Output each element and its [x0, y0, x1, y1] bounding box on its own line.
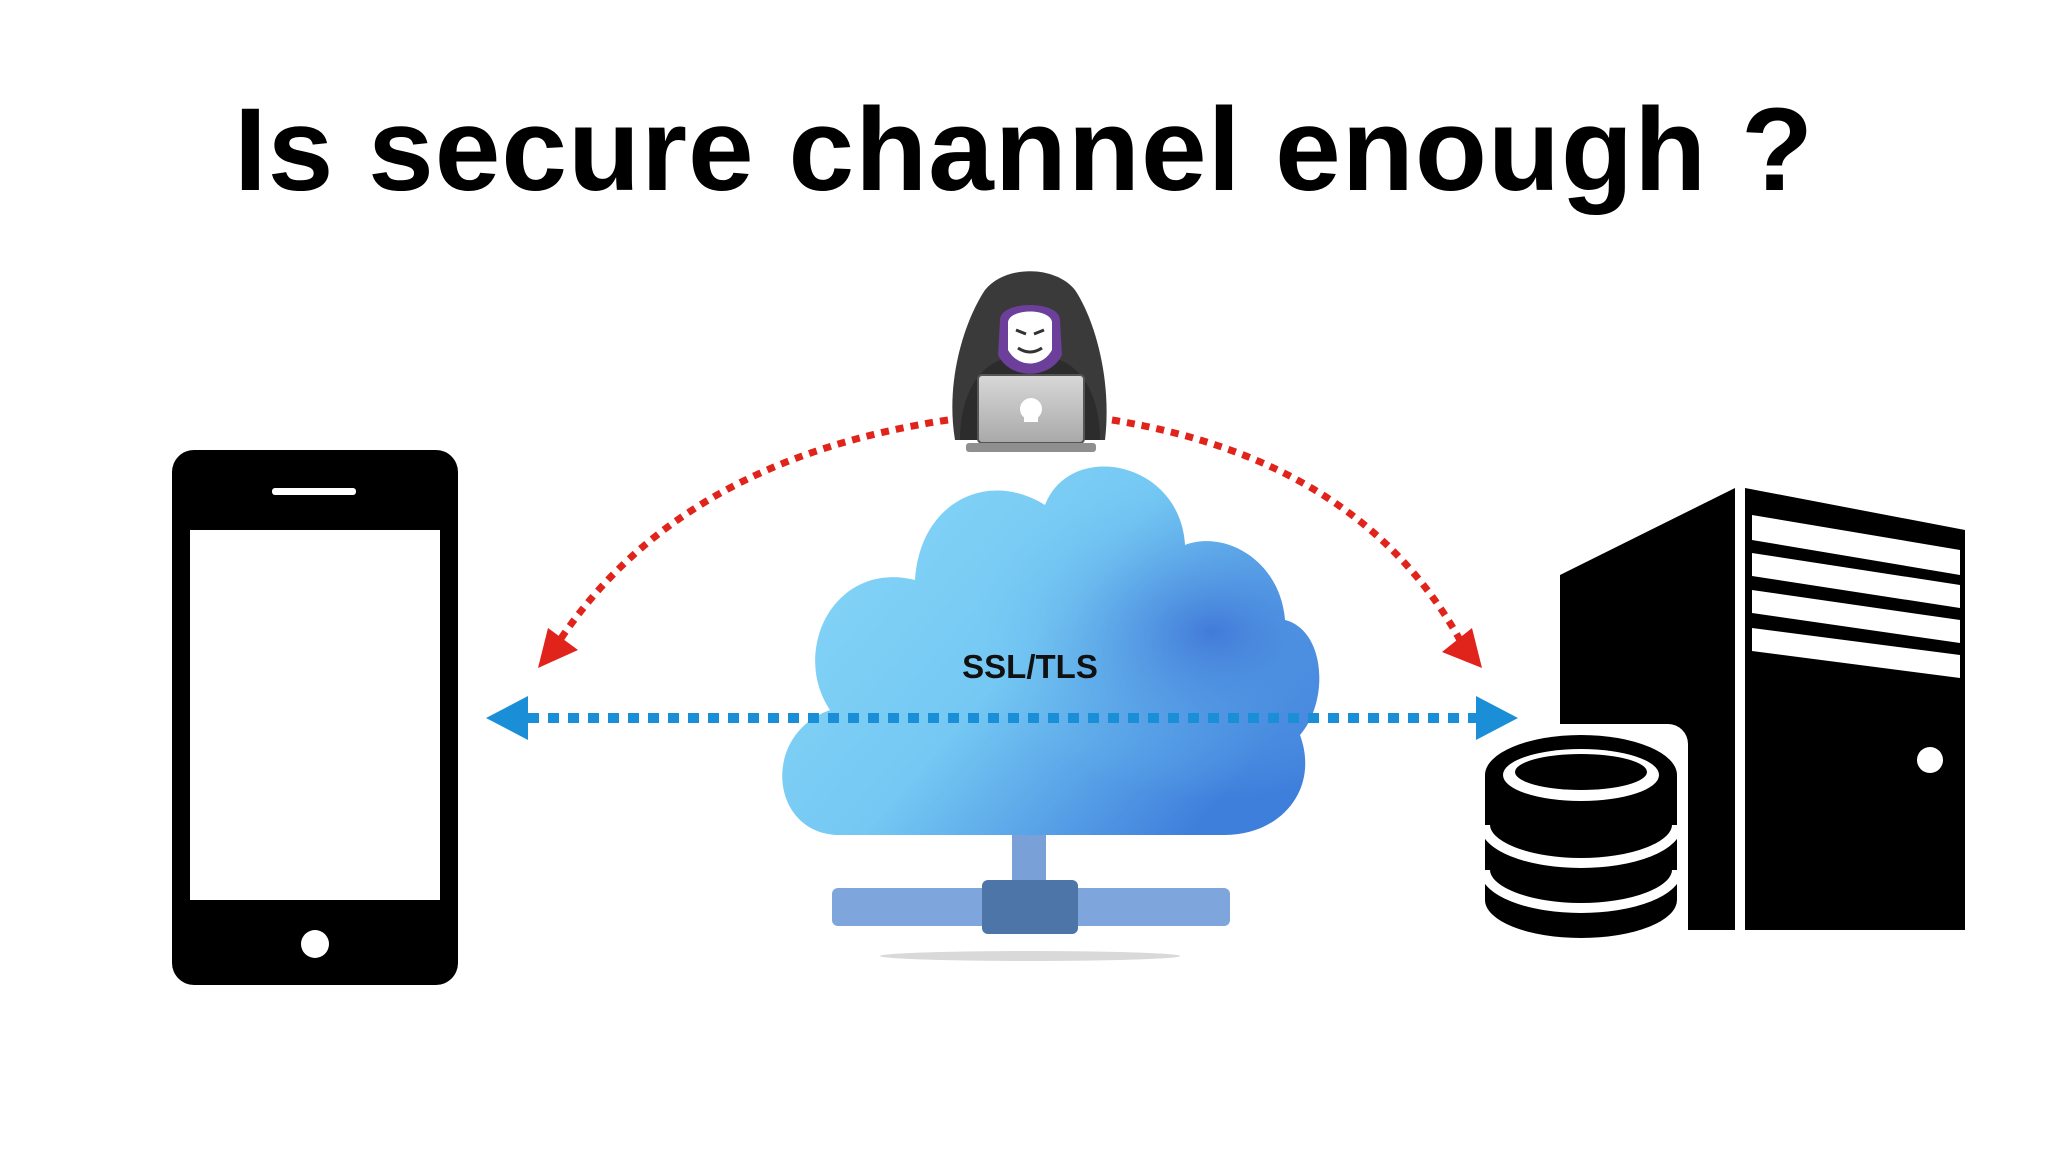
attack-arrow-left [538, 416, 949, 668]
hacker-icon [952, 271, 1107, 452]
cloud-network-icon: SSL/TLS [782, 466, 1320, 961]
page-title: Is secure channel enough ? [233, 84, 1815, 216]
database-icon [1476, 724, 1688, 952]
cloud-label: SSL/TLS [962, 648, 1098, 685]
smartphone-icon [172, 450, 458, 985]
secure-channel-arrow [486, 696, 1518, 740]
attack-arrow-right [1111, 416, 1482, 668]
